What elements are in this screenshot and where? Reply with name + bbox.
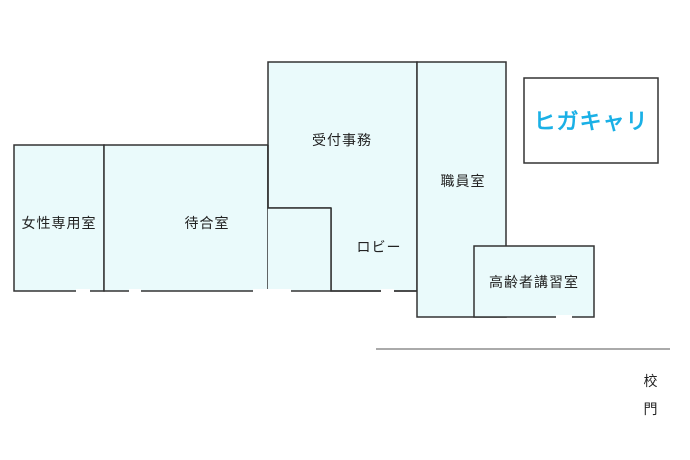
womens-room-label: 女性専用室 — [22, 215, 97, 232]
reception-wall — [267, 145, 331, 209]
gate-label-line2: 門 — [644, 402, 659, 418]
door-gap-waiting-right — [253, 289, 291, 293]
waiting-room-label: 待合室 — [185, 215, 230, 232]
lobby-label: ロビー — [357, 240, 402, 256]
seniors-room — [473, 245, 595, 318]
staff-room-label: 職員室 — [441, 173, 486, 190]
reception-label: 受付事務 — [312, 133, 372, 149]
logo-box — [523, 77, 659, 164]
womens-room — [13, 144, 105, 292]
gate-label-line1: 校 — [644, 373, 659, 390]
waiting-room — [103, 144, 269, 292]
door-gap-womens — [76, 289, 90, 293]
door-gap-seniors — [556, 315, 572, 319]
door-gap-waiting-left — [129, 289, 141, 293]
door-gap-lobby — [381, 289, 394, 293]
seniors-room-label: 高齢者講習室 — [489, 274, 579, 291]
logo: ヒガキャリ — [533, 110, 648, 135]
lobby-area — [268, 208, 331, 291]
